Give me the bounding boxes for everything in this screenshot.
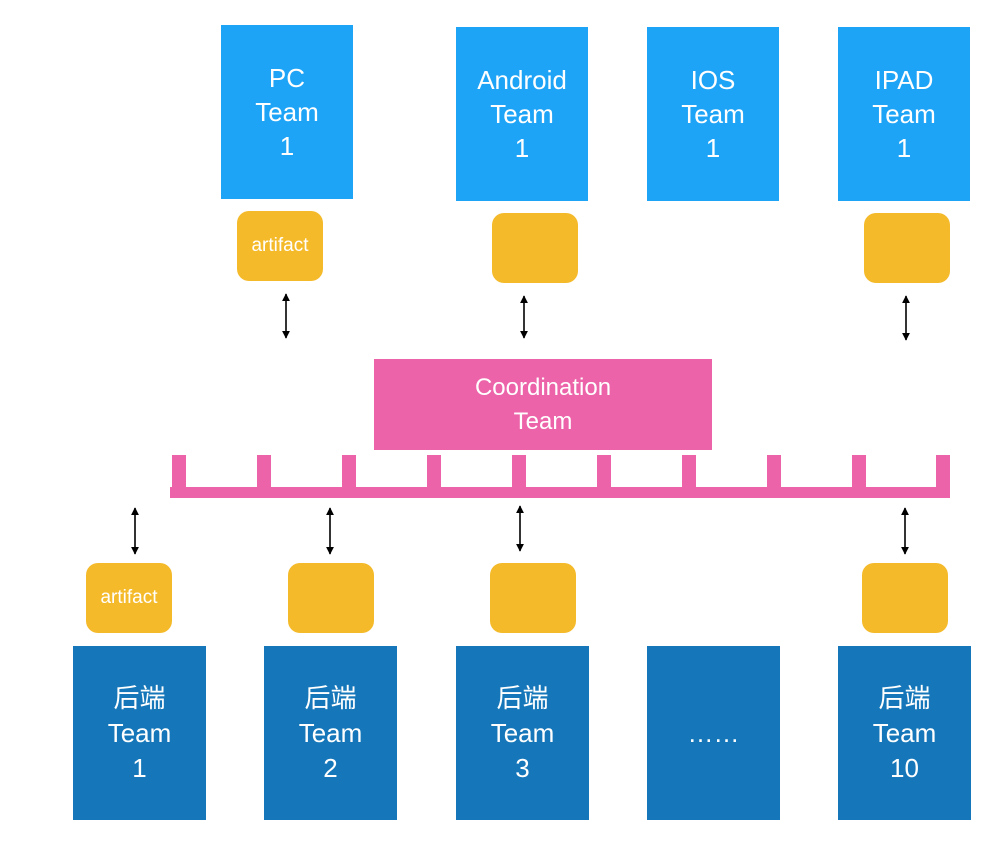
bus-tooth [257, 455, 271, 495]
team-label-line: 2 [323, 752, 338, 783]
android-team-box: Android Team 1 [456, 27, 588, 201]
coordination-label-line: Coordination [474, 373, 612, 401]
team-label-line: Team [872, 99, 936, 129]
ellipsis-label: …… [687, 717, 740, 748]
pc-team-box: PC Team 1 [221, 25, 353, 199]
team-label-line: Android [477, 65, 567, 95]
team-label-line: 1 [279, 131, 295, 161]
team-label-line: 后端 [304, 682, 357, 713]
artifact-box-android [492, 213, 578, 283]
bus-tooth [172, 455, 186, 495]
backend-team-3-box: 后端 Team 3 [456, 646, 589, 820]
bus-tooth [852, 455, 866, 495]
artifact-label: artifact [100, 587, 158, 608]
artifact-box-backend-10 [862, 563, 948, 633]
team-label-line: 1 [705, 133, 721, 163]
coordination-bus [170, 455, 950, 498]
team-label-line: Team [872, 717, 937, 748]
artifact-box-pc: artifact [237, 211, 323, 281]
coordination-label-line: Team [513, 407, 573, 435]
bus-tooth [342, 455, 356, 495]
artifact-box-ipad [864, 213, 950, 283]
bus-tooth [597, 455, 611, 495]
backend-team-10-box: 后端 Team 10 [838, 646, 971, 820]
team-label-line: Team [490, 717, 555, 748]
team-label-line: 后端 [113, 682, 166, 713]
backend-team-2-box: 后端 Team 2 [264, 646, 397, 820]
team-label-line: Team [255, 97, 319, 127]
team-label-line: Team [490, 99, 554, 129]
team-label-line: Team [107, 717, 172, 748]
bus-tooth [936, 455, 950, 495]
team-label-line: IOS [690, 65, 736, 95]
ios-team-box: IOS Team 1 [647, 27, 779, 201]
artifact-box-backend-2 [288, 563, 374, 633]
team-label-line: 后端 [878, 682, 931, 713]
team-label-line: 1 [132, 752, 147, 783]
artifact-box-backend-3 [490, 563, 576, 633]
ellipsis-team-box: …… [647, 646, 780, 820]
team-label-line: 1 [514, 133, 530, 163]
team-label-line: Team [298, 717, 363, 748]
team-label-line: IPAD [874, 65, 934, 95]
bus-tooth [427, 455, 441, 495]
ipad-team-box: IPAD Team 1 [838, 27, 970, 201]
team-label-line: 1 [896, 133, 912, 163]
artifact-label: artifact [251, 235, 309, 256]
backend-team-1-box: 后端 Team 1 [73, 646, 206, 820]
team-label-line: Team [681, 99, 745, 129]
bus-tooth [682, 455, 696, 495]
coordination-team-box: Coordination Team [374, 359, 712, 450]
team-label-line: 3 [515, 752, 530, 783]
team-label-line: PC [268, 63, 306, 93]
bus-tooth [512, 455, 526, 495]
bus-tooth [767, 455, 781, 495]
artifact-box-backend-1: artifact [86, 563, 172, 633]
team-label-line: 后端 [496, 682, 549, 713]
team-label-line: 10 [890, 752, 919, 783]
